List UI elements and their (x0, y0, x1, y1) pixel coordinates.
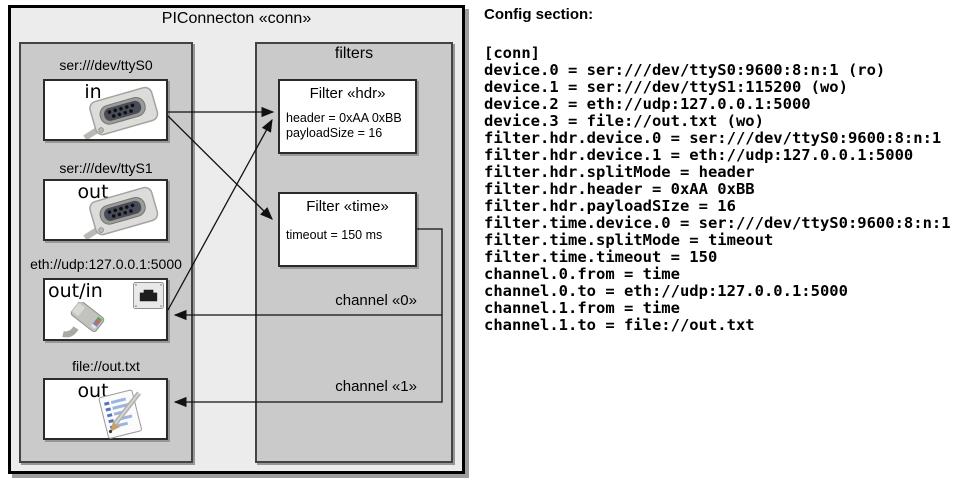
device-node-file: out (43, 378, 168, 440)
device-node-ttys1: out (43, 179, 168, 241)
filter-prop: header = 0xAA 0xBB (286, 111, 402, 125)
serial-db9-connector-icon (83, 186, 159, 239)
channel-0-label: channel «0» (335, 292, 417, 309)
serial-db9-connector-icon (83, 86, 159, 139)
filter-prop: timeout = 150 ms (286, 228, 383, 242)
device-url-label: ser:///dev/ttyS1 (59, 160, 153, 176)
config-section-heading: Config section: (484, 6, 594, 23)
device-url-label: eth://udp:127.0.0.1:5000 (30, 256, 182, 272)
filter-title: Filter «time» (306, 198, 389, 215)
device-url-label: ser:///dev/ttyS0 (59, 57, 153, 73)
devices-group: ser:///dev/ttyS0 in ser:///dev/ttyS1 (19, 42, 193, 463)
ethernet-socket-icon (133, 282, 164, 309)
piconnecton-frame: PIConnecton «conn» ser:///dev/ttyS0 in (8, 5, 465, 474)
filter-prop: payloadSize = 16 (286, 126, 383, 140)
filters-group: filters Filter «hdr» header = 0xAA 0xBB … (255, 42, 453, 463)
device-url-label: file://out.txt (72, 358, 140, 374)
config-section-text: [conn] device.0 = ser:///dev/ttyS0:9600:… (484, 44, 951, 334)
diagram-title: PIConnecton «conn» (161, 10, 312, 27)
filter-title: Filter «hdr» (309, 85, 386, 102)
filter-node-hdr: Filter «hdr» header = 0xAA 0xBB payloadS… (278, 79, 417, 154)
filter-properties: timeout = 150 ms (286, 228, 382, 243)
ethernet-plug-icon (62, 302, 105, 338)
device-node-eth: out/in (43, 278, 168, 341)
notepad-icon (98, 389, 142, 439)
channel-1-label: channel «1» (335, 378, 417, 395)
filters-group-label: filters (334, 45, 374, 62)
port-direction-label: out (77, 380, 109, 402)
port-direction-label: out (77, 181, 109, 203)
filter-node-time: Filter «time» timeout = 150 ms (278, 192, 417, 267)
port-direction-label: in (84, 81, 102, 103)
port-direction-label: out/in (48, 280, 103, 302)
device-node-ttys0: in (43, 79, 168, 141)
filter-properties: header = 0xAA 0xBB payloadSize = 16 (286, 111, 402, 141)
